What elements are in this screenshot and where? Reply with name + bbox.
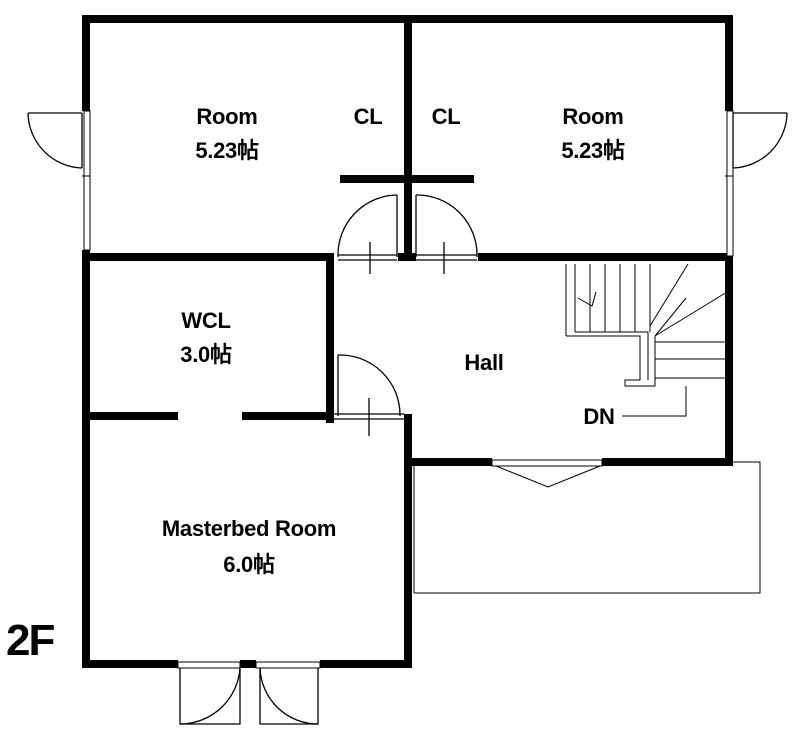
closet-right-label: CL	[432, 104, 461, 129]
door-left-exterior	[27, 112, 83, 169]
floor-label: 2F	[6, 616, 54, 665]
balcony	[413, 461, 761, 594]
masterbed-name: Masterbed Room	[162, 516, 336, 541]
room-right-size: 5.23帖	[561, 138, 625, 163]
room-labels: Room 5.23帖 CL CL Room 5.23帖 WCL 3.0帖 Hal…	[6, 104, 625, 665]
door-closet-left	[337, 194, 398, 274]
door-closet-right	[415, 194, 478, 274]
room-right-name: Room	[562, 104, 623, 129]
wcl-size: 3.0帖	[180, 342, 232, 367]
masterbed-size: 6.0帖	[223, 552, 275, 577]
closet-left-label: CL	[354, 104, 383, 129]
door-bottom-double	[179, 667, 319, 725]
room-left-name: Room	[196, 104, 257, 129]
hall-name: Hall	[464, 350, 503, 375]
stairs-label: DN	[583, 404, 614, 429]
staircase	[565, 263, 728, 417]
wcl-name: WCL	[181, 308, 230, 333]
door-masterbed	[334, 354, 404, 436]
room-left-size: 5.23帖	[195, 138, 259, 163]
walls	[82, 15, 733, 668]
windows	[82, 110, 734, 669]
door-right-exterior	[732, 112, 788, 169]
doors	[27, 112, 788, 725]
